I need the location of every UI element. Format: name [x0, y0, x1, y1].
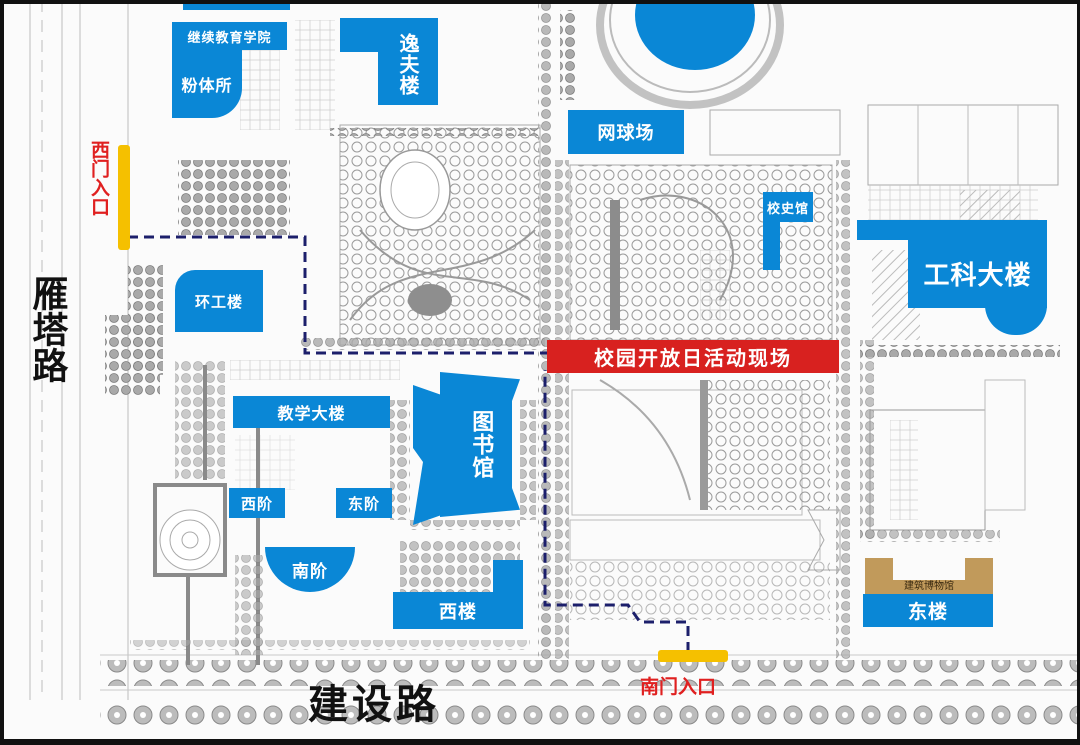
- west-gate-marker[interactable]: [118, 145, 130, 250]
- building-teaching[interactable]: 教学大楼: [233, 396, 390, 428]
- south-gate-label: 南门入口: [640, 672, 716, 699]
- building-label: 建筑博物馆: [904, 581, 954, 592]
- building-west-step[interactable]: 西阶: [229, 488, 285, 518]
- building-library[interactable]: 图书馆: [440, 372, 520, 517]
- west-gate-text: 西门入口: [88, 140, 110, 216]
- building-label: 东楼: [907, 601, 948, 623]
- building-label: 网球场: [597, 123, 655, 144]
- building-top-left-partial[interactable]: [183, 0, 290, 10]
- building-label: 图书馆: [468, 410, 494, 479]
- event-site-label: 校园开放日活动现场: [594, 346, 792, 370]
- road-label-yanta: 雁塔路: [26, 275, 67, 383]
- building-history-museum-top[interactable]: 校史馆: [763, 192, 813, 222]
- west-gate-label: 西门入口: [87, 140, 110, 216]
- museum-courtyard: [893, 558, 965, 580]
- building-label: 工科大楼: [923, 260, 1032, 291]
- building-label: 教学大楼: [277, 404, 346, 423]
- building-tennis-court[interactable]: 网球场: [568, 110, 684, 154]
- building-label: 逸夫楼: [396, 33, 420, 96]
- building-east[interactable]: 东楼: [863, 594, 993, 627]
- event-site-banner[interactable]: 校园开放日活动现场: [547, 340, 839, 373]
- building-label: 西阶: [240, 494, 273, 513]
- building-label: 继续教育学院: [187, 30, 272, 46]
- frame-bottom: [0, 739, 1080, 745]
- building-east-step[interactable]: 东阶: [336, 488, 392, 518]
- south-gate-marker[interactable]: [658, 650, 728, 662]
- building-west-wing[interactable]: [493, 560, 523, 595]
- building-label: 粉体所: [181, 76, 233, 95]
- frame-top: [0, 0, 1080, 4]
- building-label: 西楼: [439, 601, 477, 623]
- building-west[interactable]: 西楼: [393, 592, 523, 629]
- building-powder-institute[interactable]: 粉体所: [172, 50, 242, 118]
- building-label: 南阶: [292, 562, 328, 582]
- road-yanta-text: 雁塔路: [26, 275, 68, 383]
- building-engineering-round[interactable]: [985, 290, 1047, 335]
- south-gate-text: 南门入口: [640, 676, 717, 698]
- building-continuing-education[interactable]: 继续教育学院: [172, 22, 287, 50]
- frame-right: [1077, 0, 1080, 745]
- frame-left: [0, 0, 4, 745]
- building-label: 东阶: [347, 494, 380, 513]
- building-history-museum-wing[interactable]: [763, 222, 780, 270]
- building-engineering-top[interactable]: [857, 220, 1047, 240]
- building-label: 校史馆: [766, 201, 809, 217]
- road-label-jianshe: 建设路: [308, 672, 440, 730]
- building-env-engineering[interactable]: 环工楼: [175, 270, 263, 332]
- building-label: 环工楼: [194, 292, 243, 311]
- road-jianshe-text: 建设路: [308, 682, 440, 728]
- building-yifu[interactable]: 逸夫楼: [378, 18, 438, 105]
